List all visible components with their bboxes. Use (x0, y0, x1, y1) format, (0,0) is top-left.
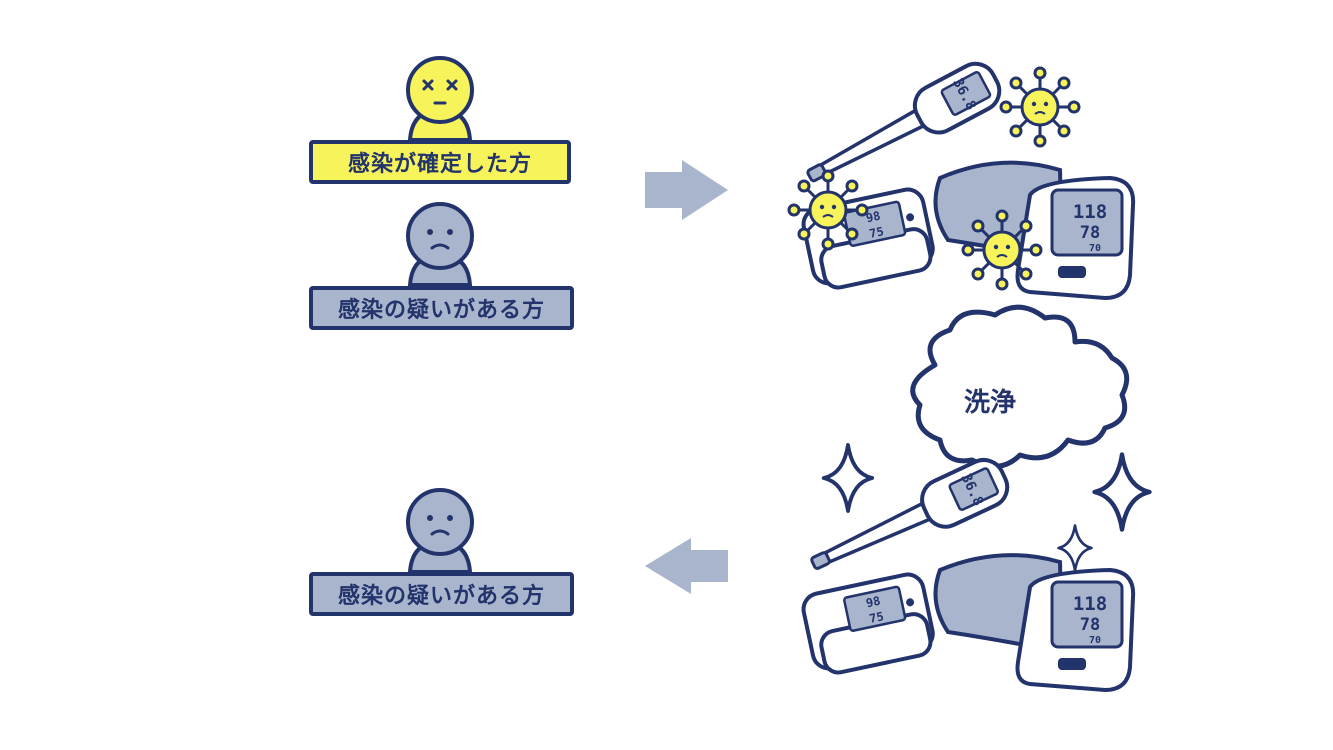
wash-label: 洗浄 (963, 388, 1016, 418)
thermometer-icon-top: 36.8 (806, 61, 1002, 183)
wash-cloud-icon (910, 304, 1130, 469)
confirmed-infection-label: 感染が確定した方 (309, 140, 571, 184)
svg-text:98: 98 (865, 594, 882, 611)
svg-text:78: 78 (1080, 615, 1100, 635)
virus-icon-1 (999, 66, 1081, 148)
bp-diastolic: 78 (1080, 223, 1100, 243)
sparkle-icon-3 (1057, 524, 1093, 572)
bp-pulse: 70 (1089, 243, 1101, 254)
suspected-infection-label-top: 感染の疑いがある方 (309, 286, 574, 330)
svg-text:118: 118 (1073, 593, 1107, 615)
sparkle-icon-2 (1095, 455, 1150, 530)
virus-icon-2 (787, 169, 869, 251)
suspected-infection-label-bottom: 感染の疑いがある方 (309, 572, 574, 616)
bp-monitor-icon-top: 118 78 70 (933, 160, 1136, 301)
virus-icon-3 (961, 209, 1043, 291)
suspected-person-icon-top (406, 202, 474, 287)
sparkle-icon-1 (821, 443, 875, 513)
svg-text:75: 75 (868, 609, 885, 626)
pulse-oximeter-icon-bottom: 98 75 (801, 572, 935, 675)
arrow-left-icon (645, 538, 728, 594)
thermometer-icon-bottom: 36.8 (810, 457, 1010, 570)
arrow-right-icon (645, 160, 728, 220)
confirmed-person-icon (406, 56, 474, 142)
oximeter-pulse: 75 (868, 224, 885, 241)
suspected-person-icon-bottom (406, 488, 474, 574)
bp-monitor-icon-bottom: 118 78 70 (933, 553, 1136, 693)
svg-text:70: 70 (1089, 635, 1101, 646)
bp-systolic: 118 (1073, 201, 1107, 223)
oximeter-spo2: 98 (865, 209, 882, 226)
